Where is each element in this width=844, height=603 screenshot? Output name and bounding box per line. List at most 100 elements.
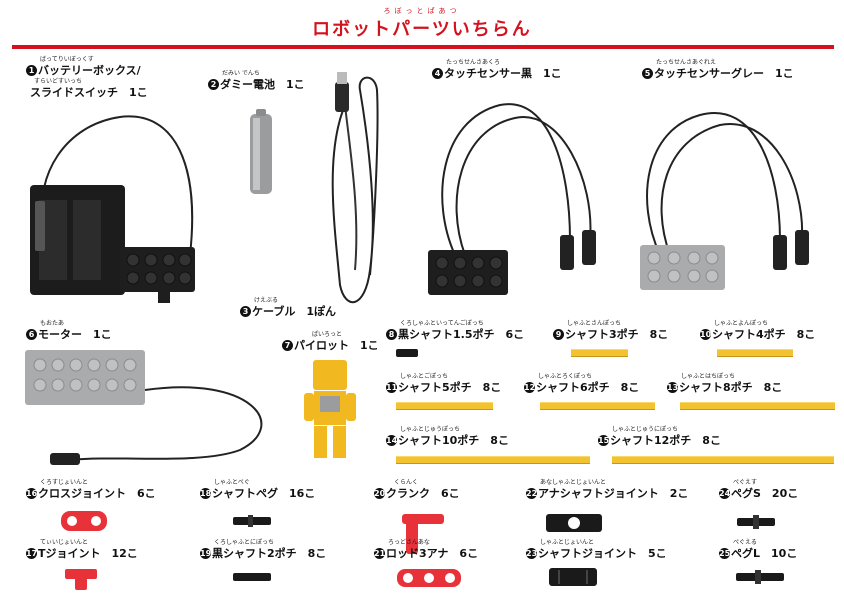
- part-name: シャフトペグ 16こ: [212, 487, 316, 500]
- part-19-label: くろしゃふとにぽっち 19黒シャフト2ポチ 8こ: [200, 539, 326, 561]
- pilot-illustration: [304, 360, 356, 458]
- part-25-label: ぺぐえる 25ペグL 10こ: [719, 539, 797, 561]
- crank-illustration: [402, 514, 444, 554]
- part-ruby: しゃふとよんぽっち: [714, 320, 769, 327]
- t-joint-illustration: [65, 569, 97, 590]
- part-number-badge: 19: [200, 548, 212, 559]
- part-name: シャフト6ポチ 8こ: [536, 381, 640, 394]
- part-number-badge: 8: [386, 329, 397, 340]
- part-name: バッテリーボックス/: [38, 64, 141, 77]
- part-ruby: ばってりいぼっくす: [40, 56, 94, 63]
- part-name: シャフト4ポチ 8こ: [712, 328, 816, 341]
- part-name: タッチセンサー黒 1こ: [444, 67, 562, 80]
- touch-sensor-black-illustration: [428, 103, 596, 295]
- part-name: シャフト3ポチ 8こ: [565, 328, 669, 341]
- part-13-label: しゃふとはちぽっち 13シャフト8ポチ 8こ: [667, 373, 782, 395]
- part-number-badge: 9: [553, 329, 564, 340]
- part-ruby: ぱいろっと: [312, 331, 343, 338]
- part-name: 黒シャフト1.5ポチ 6こ: [398, 328, 525, 341]
- part-number-badge: 15: [598, 435, 610, 446]
- part-20-label: くらんく 20クランク 6こ: [374, 479, 460, 501]
- part-ruby: くろすじょいんと: [40, 479, 89, 486]
- part-number-badge: 22: [526, 488, 538, 499]
- part-name: タッチセンサーグレー 1こ: [654, 67, 794, 80]
- part-number-badge: 1: [26, 65, 37, 76]
- shaft-peg-illustration: [233, 515, 271, 527]
- shaft-5-illustration: [396, 402, 493, 410]
- part-number-badge: 23: [526, 548, 538, 559]
- page-title: ロボットパーツいちらん: [312, 19, 532, 40]
- part-ruby: ぺぐえる: [733, 539, 757, 546]
- part-name: クロスジョイント 6こ: [38, 487, 156, 500]
- part-name: シャフト12ポチ 8こ: [610, 434, 721, 447]
- part-ruby: しゃふとじゅうにぽっち: [612, 426, 679, 433]
- part-ruby: ろっどさんあな: [388, 539, 430, 546]
- title-divider: [12, 45, 834, 49]
- part-number-badge: 14: [386, 435, 398, 446]
- part-number-badge: 4: [432, 68, 443, 79]
- part-number-badge: 2: [208, 79, 219, 90]
- part-name: シャフトジョイント 5こ: [538, 547, 667, 560]
- part-ruby: ぺぐえす: [733, 479, 758, 486]
- part-number-badge: 10: [700, 329, 712, 340]
- part-number-badge: 13: [667, 382, 679, 393]
- part-ruby: たっちせんさあぐれえ: [656, 59, 717, 66]
- peg-s-illustration: [737, 515, 775, 529]
- part-name: Tジョイント 12こ: [38, 547, 138, 560]
- battery-box-illustration: [30, 115, 195, 303]
- part-23-label: しゃふとじょいんと 23シャフトジョイント 5こ: [526, 539, 667, 561]
- part-17-label: てぃいじょいんと 17Tジョイント 12こ: [26, 539, 138, 561]
- shaft-8-illustration: [680, 402, 835, 410]
- cable-illustration: [331, 72, 379, 304]
- part-name: ダミー電池 1こ: [220, 78, 305, 91]
- part-name: シャフト5ポチ 8こ: [398, 381, 502, 394]
- part-ruby: くろしゃふとにぽっち: [214, 539, 275, 546]
- part-24-label: ぺぐえす 24ペグS 20こ: [719, 479, 798, 501]
- motor-illustration: [25, 350, 263, 465]
- rod-3-holes-illustration: [397, 569, 461, 587]
- shaft-joint-illustration: [549, 568, 597, 586]
- part-ruby: けえぶる: [254, 297, 279, 304]
- part-ruby: しゃふとぺぐ: [214, 479, 250, 486]
- part-number-badge: 11: [386, 382, 398, 393]
- part-name: クランク 6こ: [386, 487, 460, 500]
- part-name-line2: スライドスイッチ 1こ: [30, 86, 148, 99]
- part-22-label: あなしゃふとじょいんと 22アナシャフトジョイント 2こ: [526, 479, 688, 501]
- black-shaft-2-illustration: [233, 573, 271, 581]
- part-number-badge: 5: [642, 68, 653, 79]
- part-number-badge: 21: [374, 548, 386, 559]
- part-name: 黒シャフト2ポチ 8こ: [212, 547, 327, 560]
- part-ruby: しゃふとじょいんと: [540, 539, 595, 546]
- part-number-badge: 18: [200, 488, 212, 499]
- part-21-label: ろっどさんあな 21ロッド3アナ 6こ: [374, 539, 478, 561]
- part-name: アナシャフトジョイント 2こ: [538, 487, 689, 500]
- part-name: ロッド3アナ 6こ: [386, 547, 479, 560]
- part-11-label: しゃふとごぽっち 11シャフト5ポチ 8こ: [386, 373, 501, 395]
- part-18-label: しゃふとぺぐ 18シャフトペグ 16こ: [200, 479, 315, 501]
- part-14-label: しゃふとじゅうぽっち 14シャフト10ポチ 8こ: [386, 426, 509, 448]
- peg-l-illustration: [736, 570, 784, 584]
- part-ruby: くらんく: [394, 479, 419, 486]
- part-name: シャフト10ポチ 8こ: [398, 434, 509, 447]
- touch-sensor-gray-illustration: [640, 112, 809, 290]
- part-ruby: しゃふとごぽっち: [400, 373, 449, 380]
- part-number-badge: 17: [26, 548, 38, 559]
- part-ruby: だみい でんち: [222, 70, 260, 77]
- part-ruby: しゃふとじゅうぽっち: [400, 426, 461, 433]
- part-ruby-line2: すらいどすいっち: [34, 78, 83, 85]
- part-number-badge: 24: [719, 488, 731, 499]
- part-name: パイロット 1こ: [294, 339, 379, 352]
- shaft-6-illustration: [540, 402, 655, 410]
- part-name: ケーブル 1ぽん: [252, 305, 336, 318]
- page-header: ろぼっとぱあつ ロボットパーツいちらん: [0, 6, 844, 41]
- part-name: ペグL 10こ: [731, 547, 798, 560]
- part-number-badge: 6: [26, 329, 37, 340]
- part-number-badge: 12: [524, 382, 536, 393]
- dummy-battery-illustration: [250, 109, 272, 194]
